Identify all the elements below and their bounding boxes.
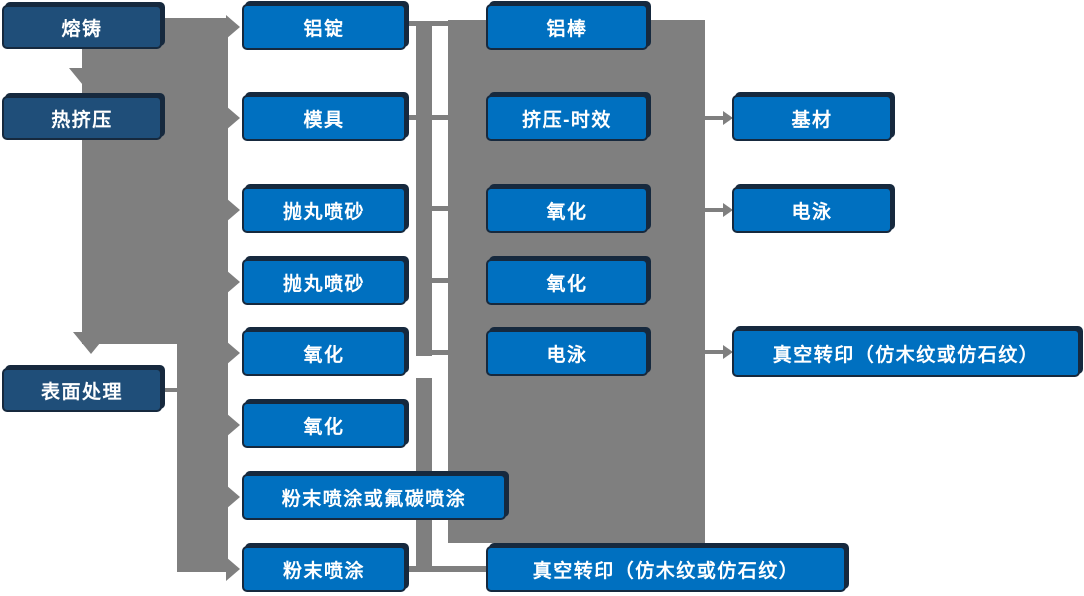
node-aluminum-rod: 铝棒 bbox=[486, 4, 648, 50]
node-aluminum-ingot: 铝锭 bbox=[242, 4, 406, 50]
node-oxidation-3: 氧化 bbox=[486, 187, 648, 233]
arrow-into-oxidation-1 bbox=[226, 341, 240, 365]
shaft-electrophoresis-to-vacuum-print bbox=[705, 350, 723, 354]
arrow-into-oxidation-2 bbox=[226, 413, 240, 437]
node-vacuum-transfer-print-2: 真空转印（仿木纹或仿石纹） bbox=[732, 329, 1080, 377]
link-bus-row4 bbox=[432, 278, 449, 283]
node-powder-fluorocarbon-coating: 粉末喷涂或氟碳喷涂 bbox=[242, 474, 506, 520]
arrow-into-powder-fluorocarbon-coating bbox=[226, 485, 240, 509]
node-powder-coating: 粉末喷涂 bbox=[242, 546, 406, 592]
connector-left-band bbox=[82, 18, 228, 344]
node-oxidation-4: 氧化 bbox=[486, 259, 648, 305]
node-base-material: 基材 bbox=[732, 95, 892, 141]
link-mold-bus bbox=[407, 115, 448, 120]
arrow-into-powder-coating bbox=[226, 557, 240, 581]
shaft-oxidation-to-electrophoresis bbox=[705, 208, 723, 212]
arrow-into-aluminum-ingot bbox=[226, 15, 240, 39]
connector-mid-trunk-upper bbox=[416, 22, 432, 356]
link-bus-row3 bbox=[432, 206, 449, 211]
node-electrophoresis-1: 电泳 bbox=[486, 330, 648, 376]
arrow-down-to-surface-treatment bbox=[73, 332, 109, 354]
node-melting-casting: 熔铸 bbox=[2, 5, 162, 49]
node-extrusion-aging: 挤压-时效 bbox=[486, 95, 648, 141]
node-surface-treatment: 表面处理 bbox=[2, 368, 162, 412]
node-shot-blasting-1: 抛丸喷砂 bbox=[242, 187, 406, 233]
link-bus-row5 bbox=[432, 350, 449, 355]
connector-surface-treatment-link bbox=[162, 388, 180, 392]
arrow-into-base-material bbox=[723, 111, 733, 125]
node-oxidation-1: 氧化 bbox=[242, 330, 406, 376]
node-mold: 模具 bbox=[242, 95, 406, 141]
arrow-into-vacuum-print bbox=[723, 345, 733, 359]
node-vacuum-transfer-print-1: 真空转印（仿木纹或仿石纹） bbox=[486, 546, 846, 592]
node-shot-blasting-2: 抛丸喷砂 bbox=[242, 259, 406, 305]
node-hot-extrusion: 热挤压 bbox=[2, 96, 162, 140]
arrow-into-shot-blasting-1 bbox=[226, 198, 240, 222]
node-electrophoresis-2: 电泳 bbox=[732, 187, 892, 233]
connector-left-trunk-lower bbox=[177, 344, 228, 572]
link-aluminum-ingot-bus bbox=[407, 21, 448, 26]
shaft-extrusion-aging-to-base bbox=[705, 116, 723, 120]
arrow-into-shot-blasting-2 bbox=[226, 270, 240, 294]
arrow-down-to-hot-extrusion bbox=[69, 68, 105, 90]
arrow-into-mold bbox=[226, 106, 240, 130]
node-oxidation-2: 氧化 bbox=[242, 402, 406, 448]
arrow-into-electrophoresis bbox=[723, 203, 733, 217]
link-powder-coating-vacuum-print bbox=[407, 566, 487, 572]
